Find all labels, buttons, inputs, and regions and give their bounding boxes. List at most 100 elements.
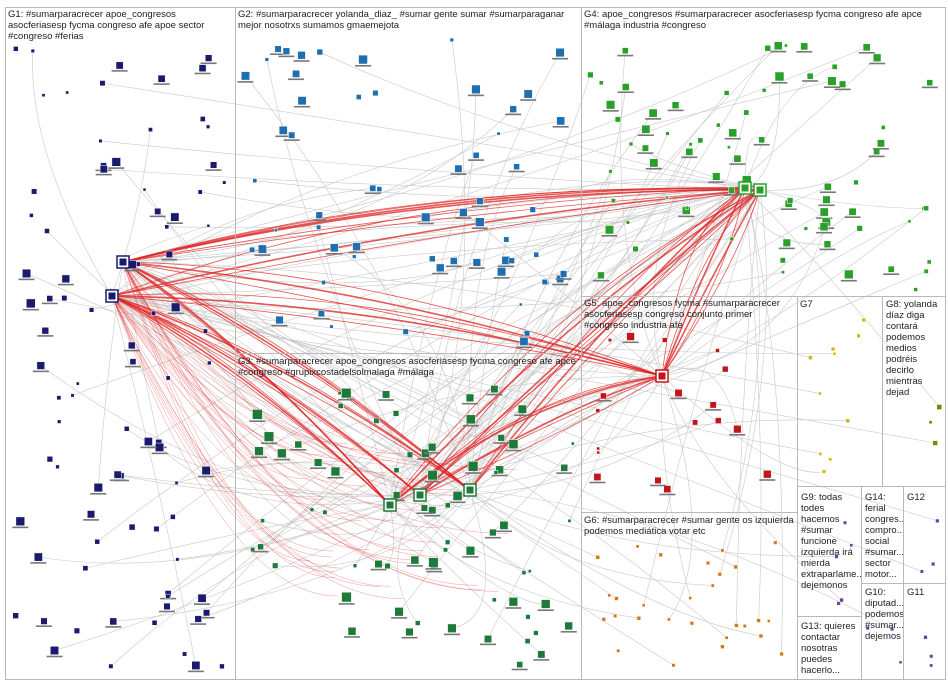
edge	[111, 295, 197, 666]
node	[537, 650, 546, 659]
node	[222, 180, 227, 185]
node-caption-mark	[432, 272, 449, 275]
node	[26, 298, 36, 309]
edge	[719, 189, 767, 575]
node	[452, 491, 463, 501]
node	[818, 452, 823, 456]
node	[823, 240, 832, 248]
node-caption-mark	[151, 452, 168, 455]
node	[742, 624, 747, 628]
edge	[661, 211, 853, 377]
node	[330, 466, 341, 477]
edge	[122, 261, 459, 491]
node-caption-mark	[552, 126, 569, 128]
node	[415, 620, 421, 626]
group-panel-g1: G1: #sumarparacrecer apoe_congresos asoc…	[5, 7, 236, 680]
node	[764, 45, 771, 52]
node	[30, 48, 35, 53]
node	[597, 271, 605, 280]
node-caption-mark	[140, 446, 157, 449]
node-caption-mark	[445, 265, 462, 268]
edge	[661, 367, 738, 430]
edge	[148, 187, 746, 442]
strong-edge	[122, 187, 746, 263]
edge	[102, 82, 746, 189]
edge	[40, 365, 391, 506]
node	[41, 93, 46, 98]
node-caption-mark	[261, 442, 277, 445]
node-caption-mark	[18, 278, 35, 281]
strong-edge	[419, 189, 761, 496]
node	[733, 154, 742, 163]
edge	[397, 494, 421, 624]
node	[491, 597, 497, 603]
node-caption-mark	[249, 420, 266, 422]
node	[923, 205, 929, 212]
node	[519, 336, 529, 346]
node	[392, 410, 400, 417]
node	[611, 198, 616, 204]
node	[808, 355, 813, 360]
node	[219, 663, 225, 670]
node	[163, 602, 171, 610]
node	[717, 572, 722, 577]
node-caption-mark	[491, 474, 508, 477]
node	[529, 206, 536, 213]
node	[743, 109, 750, 116]
node	[671, 663, 676, 668]
node	[444, 539, 451, 545]
node	[641, 144, 649, 152]
node	[29, 213, 34, 218]
node-caption-mark	[533, 659, 550, 661]
node-caption-mark	[355, 65, 372, 67]
edge	[661, 222, 827, 377]
node	[15, 516, 25, 526]
node-caption-mark	[194, 72, 211, 75]
group-label-g1: G1: #sumarparacrecer apoe_congresos asoc…	[8, 9, 205, 42]
node	[822, 195, 831, 204]
node	[352, 242, 361, 251]
node	[164, 224, 170, 230]
node-caption-mark	[637, 152, 654, 154]
node	[733, 564, 738, 570]
node	[206, 224, 211, 228]
edge	[122, 261, 617, 599]
strong-edge	[111, 295, 421, 496]
edge	[49, 298, 663, 377]
node	[496, 131, 501, 136]
node	[87, 510, 96, 519]
node-caption-mark	[278, 55, 295, 58]
edge	[661, 221, 910, 377]
hub-node-g3-b-inner	[416, 491, 424, 499]
node	[856, 225, 863, 232]
node	[836, 601, 841, 606]
hub-node-g4-a-inner	[756, 186, 764, 194]
node-caption-mark	[294, 105, 311, 108]
node	[845, 418, 850, 424]
node	[257, 543, 264, 551]
node	[596, 450, 601, 455]
node-caption-mark	[275, 135, 292, 138]
node	[207, 360, 212, 366]
node	[420, 504, 428, 512]
node-caption-mark	[30, 562, 47, 564]
edge	[469, 489, 761, 637]
node-caption-mark	[505, 113, 522, 116]
node	[257, 244, 267, 254]
edge	[169, 254, 421, 496]
node	[329, 324, 334, 329]
node-caption-mark	[770, 50, 787, 53]
node	[621, 47, 629, 55]
node	[499, 520, 509, 530]
node	[782, 238, 791, 247]
node-caption-mark	[818, 204, 835, 207]
edge	[111, 295, 367, 487]
node-caption-mark	[270, 53, 287, 55]
node-caption-mark	[493, 442, 510, 444]
node	[595, 408, 601, 414]
node	[843, 520, 848, 525]
node	[427, 470, 438, 481]
node-caption-mark	[424, 452, 441, 454]
node-caption-mark	[424, 480, 441, 483]
hub-node-g3-a-inner	[386, 501, 394, 509]
